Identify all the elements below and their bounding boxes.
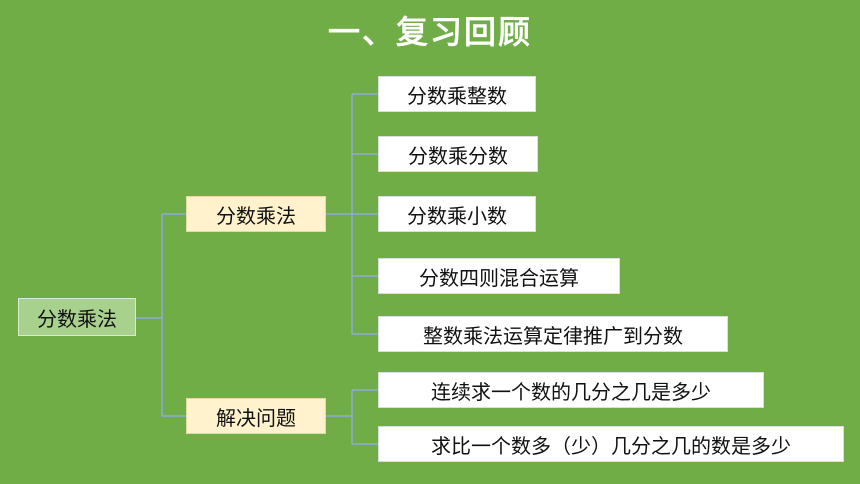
leaf-node-fraction-times-integer: 分数乘整数: [378, 76, 536, 112]
branch-node-multiplication: 分数乘法: [186, 196, 326, 232]
branch-node-problem-solving: 解决问题: [186, 398, 326, 434]
root-node: 分数乘法: [18, 298, 136, 336]
slide-title: 一、复习回顾: [327, 13, 532, 51]
leaf-node-mixed-operations: 分数四则混合运算: [378, 258, 620, 294]
leaf-node-fraction-times-fraction: 分数乘分数: [378, 136, 538, 172]
leaf-node-fraction-times-decimal: 分数乘小数: [378, 196, 536, 232]
leaf-node-laws-extended: 整数乘法运算定律推广到分数: [378, 316, 728, 352]
leaf-node-successive-fraction: 连续求一个数的几分之几是多少: [378, 372, 764, 408]
leaf-node-more-less-fraction: 求比一个数多（少）几分之几的数是多少: [378, 426, 844, 462]
